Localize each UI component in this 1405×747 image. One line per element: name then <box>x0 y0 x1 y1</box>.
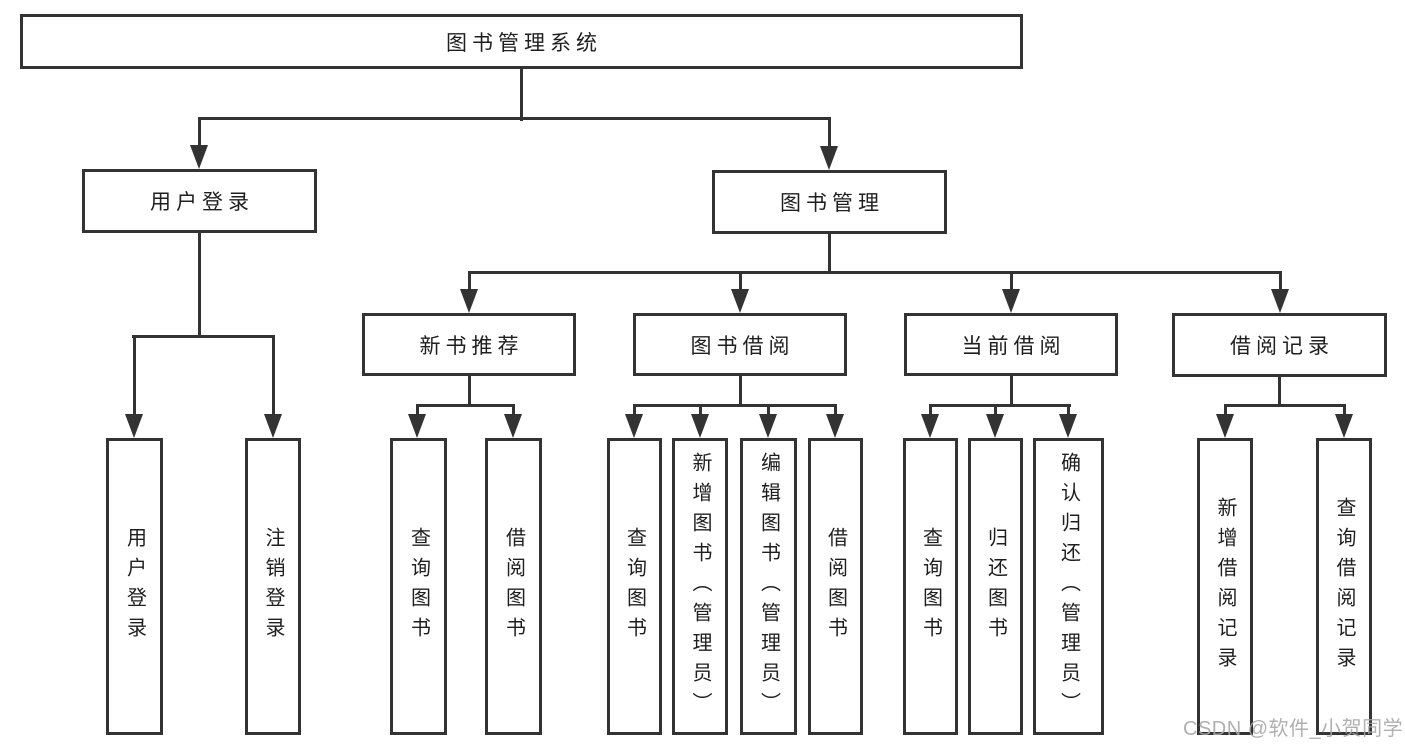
connector-line <box>929 404 932 417</box>
leaf-query-books: 查询图书 <box>390 438 447 735</box>
connector-line <box>468 376 471 407</box>
leaf-return-books: 归还图书 <box>968 438 1023 735</box>
arrowhead-down-icon <box>691 414 709 438</box>
connector-line <box>994 404 997 417</box>
leaf-logout-label: 注销登录 <box>262 526 284 647</box>
connector-line <box>1067 404 1070 417</box>
node-current-borrowing-label: 当前借阅 <box>961 334 1066 358</box>
node-book-management: 图书管理 <box>712 170 947 234</box>
leaf-user-login: 用户登录 <box>106 438 163 735</box>
arrowhead-down-icon <box>625 414 643 438</box>
leaf-borrow-books-label: 借阅图书 <box>824 526 847 647</box>
connector-line <box>198 117 831 120</box>
connector-line <box>699 404 702 417</box>
watermark: CSDN @软件_小贺同学 <box>1183 718 1404 740</box>
node-book-management-label: 图书管理 <box>780 192 884 215</box>
leaf-query-books-label: 查询图书 <box>407 526 430 647</box>
arrowhead-down-icon <box>1059 414 1077 438</box>
leaf-query-borrow-record-label: 查询借阅记录 <box>1333 496 1355 677</box>
connector-line <box>1224 404 1227 417</box>
node-current-borrowing: 当前借阅 <box>904 313 1118 376</box>
leaf-return-books-label: 归还图书 <box>984 526 1007 647</box>
connector-line <box>416 404 419 417</box>
connector-line <box>272 335 275 417</box>
leaf-add-books-admin: 新增图书（管理员） <box>672 438 728 735</box>
leaf-borrow-books: 借阅图书 <box>485 438 542 735</box>
arrowhead-down-icon <box>408 414 426 438</box>
connector-line <box>739 376 742 407</box>
connector-line <box>133 335 136 417</box>
arrowhead-down-icon <box>986 414 1004 438</box>
connector-line <box>512 404 515 417</box>
connector-line <box>198 233 201 338</box>
node-user-login-label: 用户登录 <box>150 191 254 214</box>
node-borrow-records: 借阅记录 <box>1172 313 1387 377</box>
arrowhead-down-icon <box>731 289 749 313</box>
connector-line <box>1010 376 1013 407</box>
connector-line <box>198 117 201 147</box>
connector-line <box>633 404 636 417</box>
connector-line <box>468 271 471 292</box>
connector-line <box>828 117 831 148</box>
leaf-user-login-label: 用户登录 <box>123 526 146 647</box>
connector-line <box>1279 271 1282 292</box>
arrowhead-down-icon <box>264 414 282 438</box>
connector-line <box>929 404 1071 407</box>
connector-line <box>834 404 837 417</box>
node-user-login: 用户登录 <box>82 169 317 233</box>
node-new-book-recommend: 新书推荐 <box>362 313 576 376</box>
arrowhead-down-icon <box>921 414 939 438</box>
arrowhead-down-icon <box>1271 289 1289 313</box>
leaf-confirm-return-admin: 确认归还（管理员） <box>1033 438 1104 735</box>
arrowhead-down-icon <box>190 145 208 169</box>
leaf-query-books: 查询图书 <box>903 438 958 735</box>
arrowhead-down-icon <box>504 414 522 438</box>
leaf-query-books-label: 查询图书 <box>919 526 942 647</box>
connector-line <box>828 234 831 274</box>
arrowhead-down-icon <box>125 414 143 438</box>
arrowhead-down-icon <box>1216 414 1234 438</box>
arrowhead-down-icon <box>759 414 777 438</box>
leaf-edit-books-admin: 编辑图书（管理员） <box>740 438 797 735</box>
node-library-system-label: 图书管理系统 <box>446 31 602 55</box>
node-book-borrowing-label: 图书借阅 <box>690 334 795 358</box>
node-book-borrowing: 图书借阅 <box>633 313 847 376</box>
leaf-confirm-return-admin-label: 确认归还（管理员） <box>1057 451 1080 722</box>
leaf-query-books-label: 查询图书 <box>623 526 646 647</box>
connector-line <box>1010 271 1013 292</box>
leaf-logout: 注销登录 <box>245 438 301 735</box>
node-new-book-recommend-label: 新书推荐 <box>419 334 524 358</box>
arrowhead-down-icon <box>826 414 844 438</box>
node-library-system: 图书管理系统 <box>20 14 1023 69</box>
connector-line <box>132 335 275 338</box>
connector-line <box>633 404 837 407</box>
leaf-query-borrow-record: 查询借阅记录 <box>1316 438 1372 735</box>
arrowhead-down-icon <box>1002 289 1020 313</box>
connector-line <box>1224 404 1346 407</box>
connector-line <box>739 271 742 292</box>
arrowhead-down-icon <box>1335 414 1353 438</box>
leaf-query-books: 查询图书 <box>607 438 662 735</box>
arrowhead-down-icon <box>820 146 838 170</box>
leaf-edit-books-admin-label: 编辑图书（管理员） <box>757 451 780 722</box>
connector-line <box>416 404 515 407</box>
connector-line <box>767 404 770 417</box>
leaf-add-books-admin-label: 新增图书（管理员） <box>689 451 711 722</box>
leaf-borrow-books: 借阅图书 <box>808 438 863 735</box>
leaf-add-borrow-record: 新增借阅记录 <box>1197 438 1253 735</box>
connector-line <box>520 69 523 121</box>
connector-line <box>468 271 1282 274</box>
node-borrow-records-label: 借阅记录 <box>1230 335 1334 358</box>
connector-line <box>1343 404 1346 417</box>
arrowhead-down-icon <box>460 289 478 313</box>
connector-line <box>1278 377 1281 407</box>
leaf-borrow-books-label: 借阅图书 <box>502 526 525 647</box>
leaf-add-borrow-record-label: 新增借阅记录 <box>1214 496 1236 677</box>
